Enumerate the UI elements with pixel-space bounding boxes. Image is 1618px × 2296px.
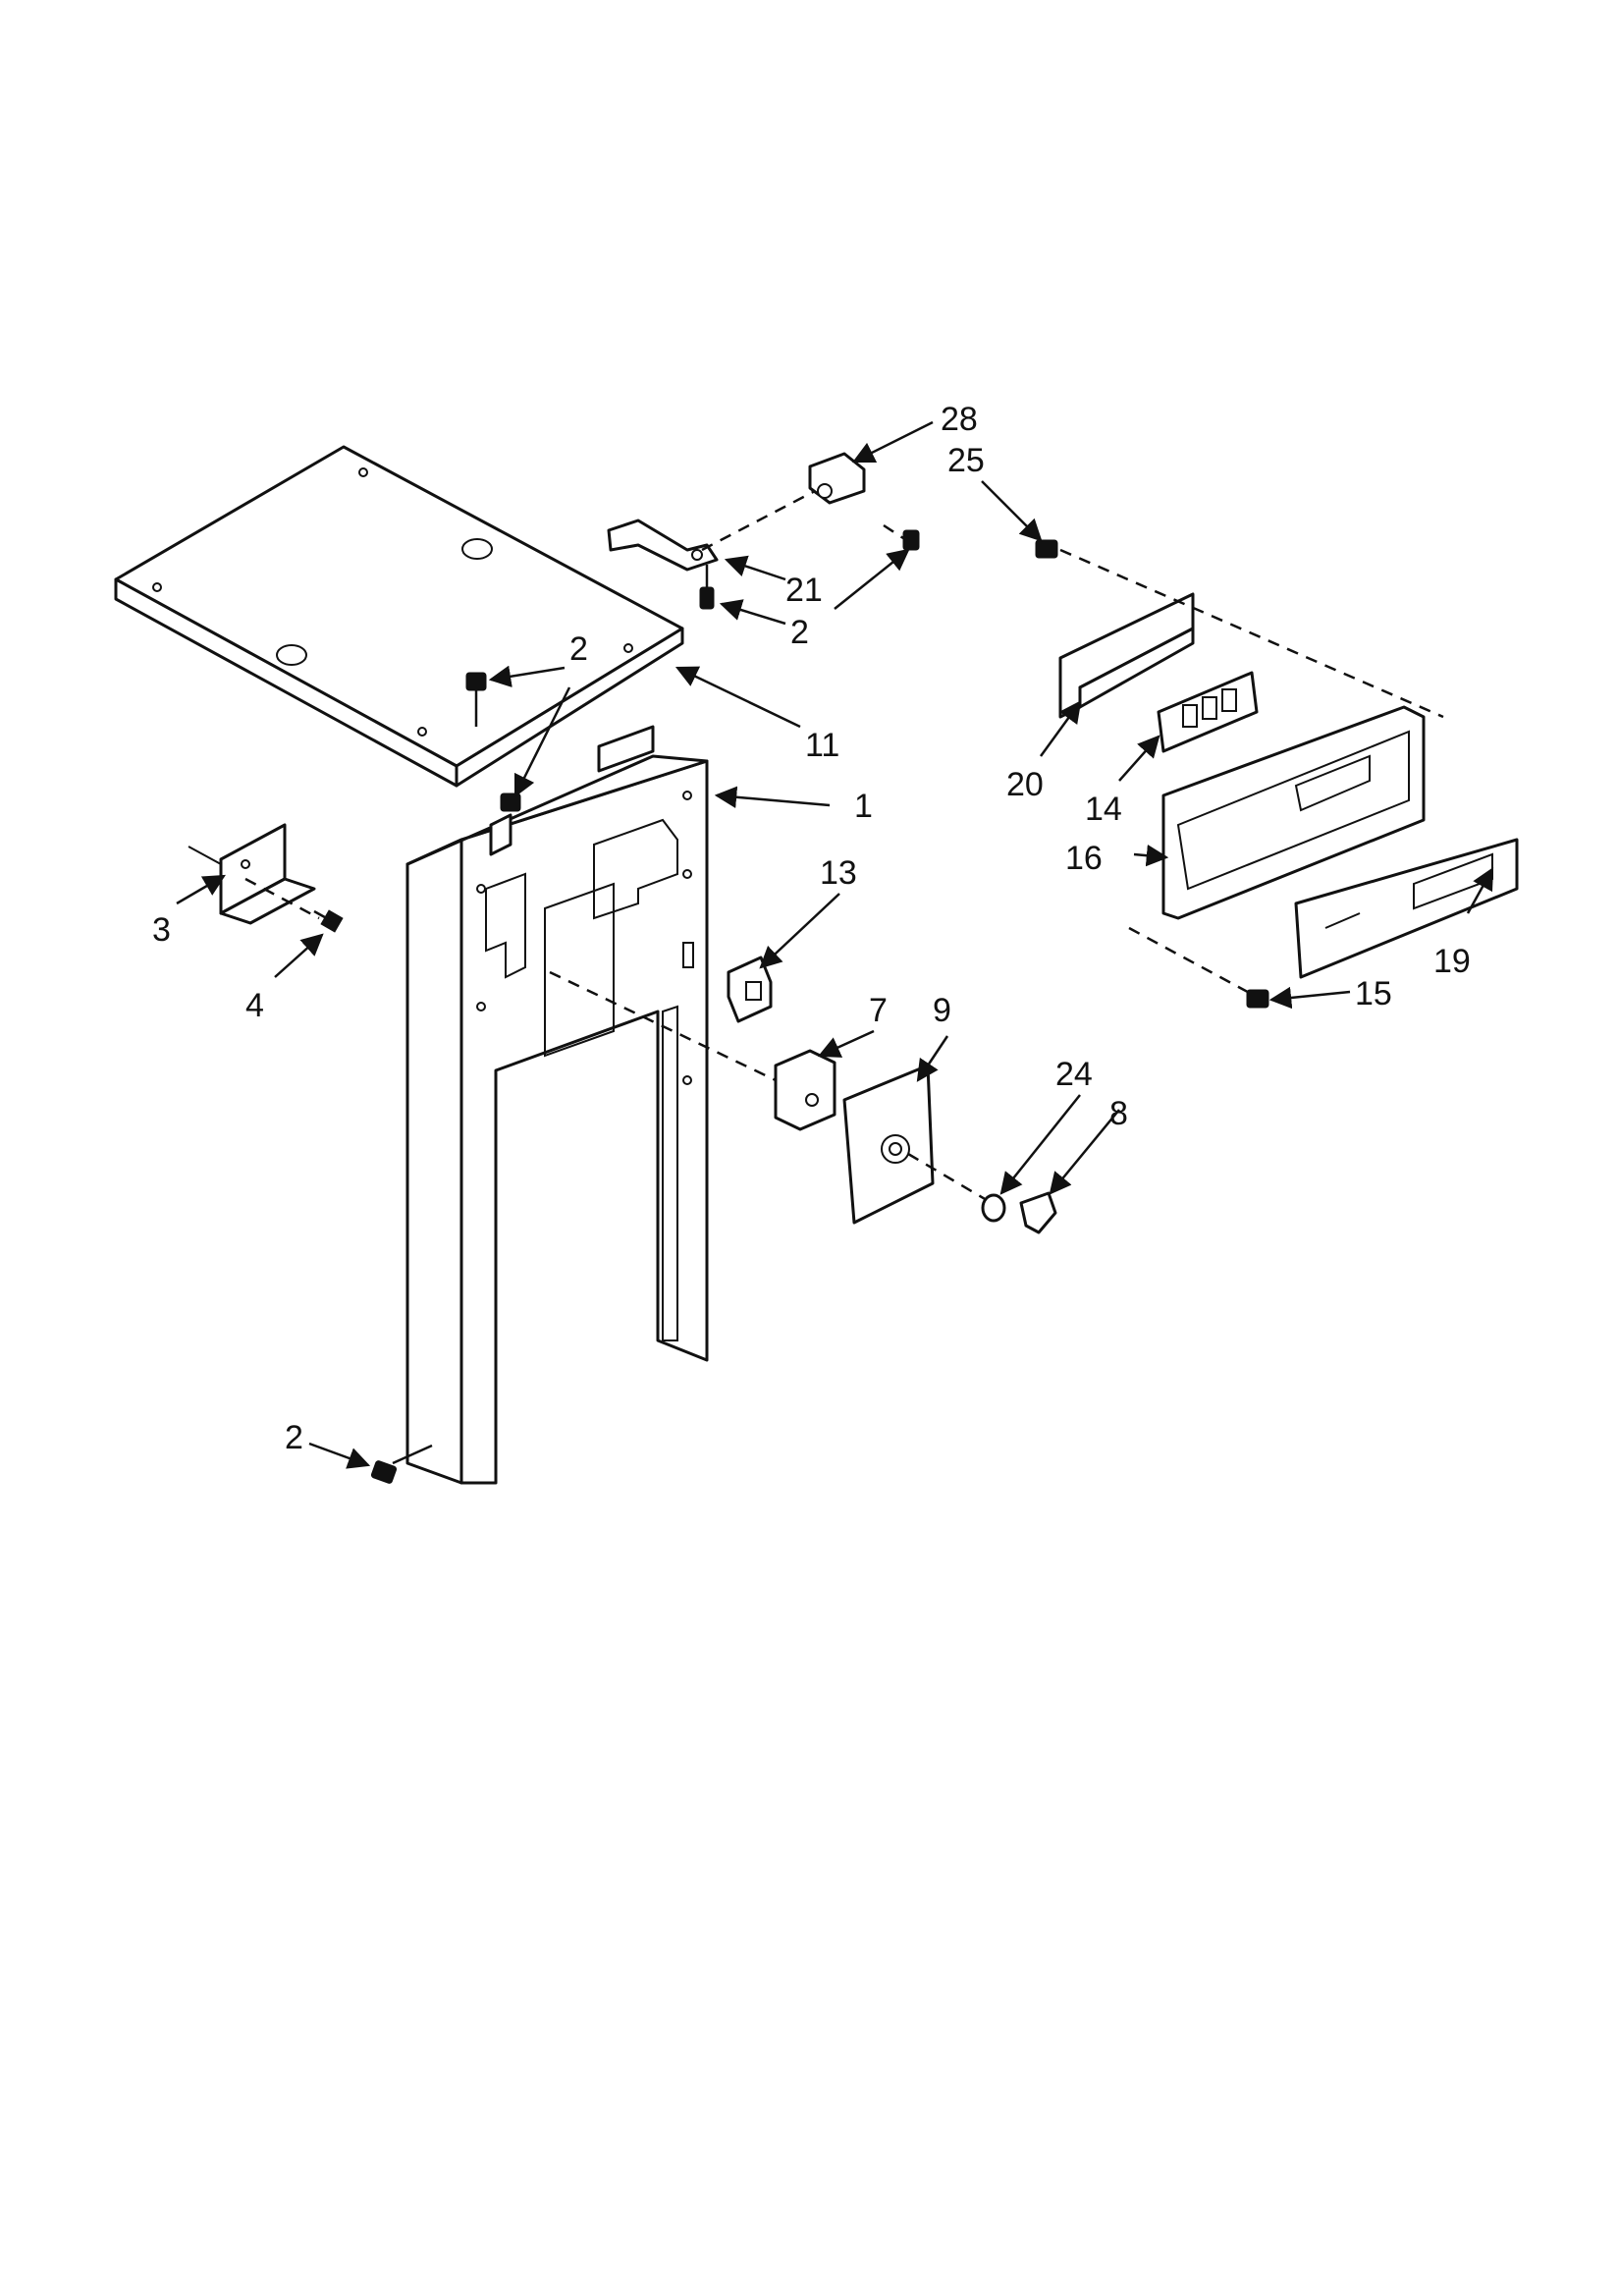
callout-2-left: 2: [569, 630, 588, 668]
callout-7: 7: [869, 992, 888, 1029]
callout-24: 24: [1055, 1056, 1093, 1093]
callout-20: 20: [1006, 766, 1044, 803]
screw-2-bottom: [370, 1444, 433, 1484]
control-plate-9: [842, 1064, 993, 1225]
washer-24: [981, 1193, 1006, 1223]
callouts: 28 25 21 2 2 11 1 20 14 16 19 15 3 4 13 …: [152, 401, 1471, 1456]
switch-13: [727, 956, 773, 1023]
callout-28: 28: [941, 401, 978, 438]
screw-4: [313, 909, 344, 933]
screw-2-top-left: [465, 672, 487, 727]
top-cover-panel: [114, 445, 684, 788]
hinge-cap: [808, 452, 866, 505]
callout-9: 9: [933, 992, 951, 1029]
control-console-16: [1128, 705, 1426, 999]
callout-15: 15: [1355, 975, 1392, 1012]
screw-2-mid: [500, 793, 521, 812]
receptacle-7: [549, 970, 836, 1131]
overlay-19: [1294, 838, 1519, 979]
callout-25: 25: [947, 442, 985, 479]
callout-3: 3: [152, 911, 171, 949]
callout-19: 19: [1433, 943, 1471, 980]
knob-8: [1019, 1191, 1057, 1234]
side-bracket: [188, 823, 320, 925]
screw-2-hinge: [699, 565, 715, 610]
screw-25: [1035, 539, 1058, 559]
callout-2-top: 2: [790, 614, 809, 651]
callout-11: 11: [805, 727, 839, 764]
callout-13: 13: [820, 854, 857, 892]
callout-14: 14: [1085, 791, 1122, 828]
screw-15: [1246, 989, 1269, 1009]
display-board-14: [1157, 671, 1259, 753]
callout-1: 1: [854, 788, 873, 825]
callout-2-bottom: 2: [285, 1419, 303, 1456]
hinge-bracket: [607, 489, 816, 572]
leader-lines: [176, 420, 1494, 1469]
callout-21: 21: [785, 572, 823, 609]
callout-8: 8: [1109, 1095, 1128, 1132]
cabinet-frame: [405, 725, 709, 1485]
screw-2-top-right: [883, 523, 920, 551]
callout-4: 4: [245, 987, 264, 1024]
callout-16: 16: [1065, 840, 1103, 877]
